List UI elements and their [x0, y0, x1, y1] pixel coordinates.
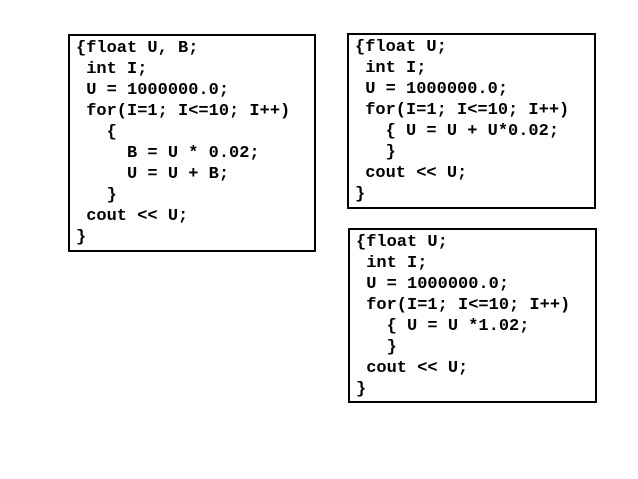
code-box-2: {float U; int I; U = 1000000.0; for(I=1;… [347, 33, 596, 209]
code-box-3: {float U; int I; U = 1000000.0; for(I=1;… [348, 228, 597, 403]
code-box-1: {float U, B; int I; U = 1000000.0; for(I… [68, 34, 316, 252]
